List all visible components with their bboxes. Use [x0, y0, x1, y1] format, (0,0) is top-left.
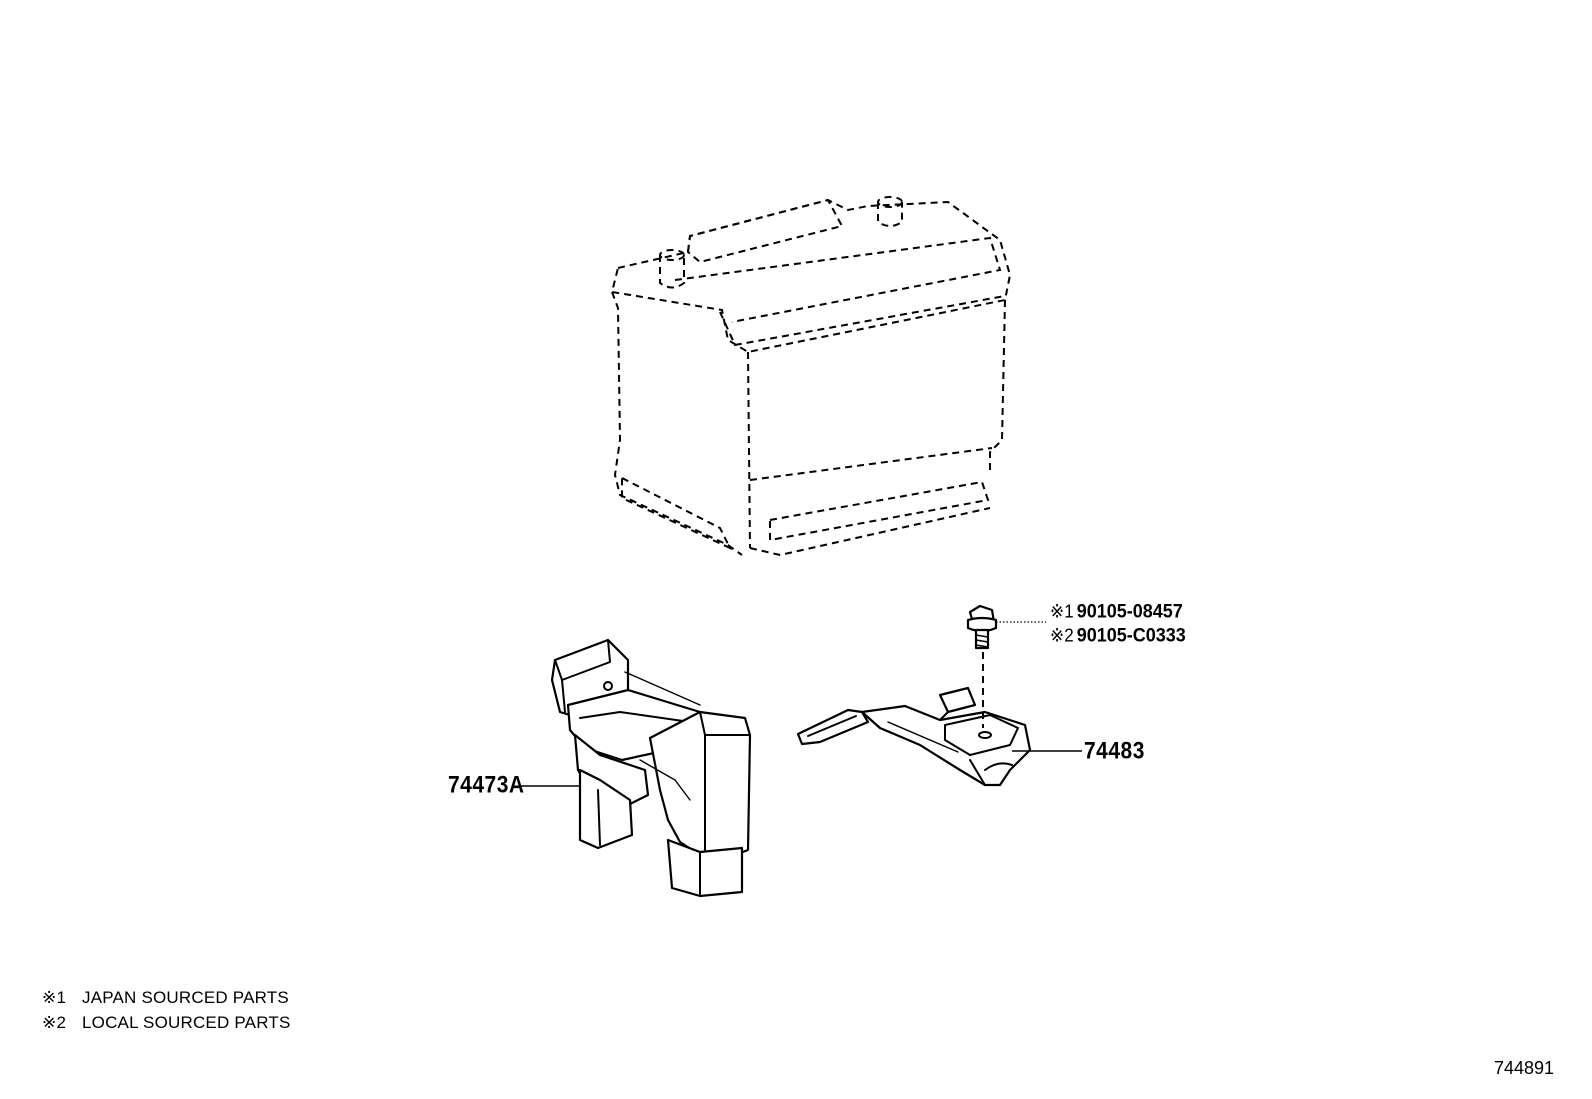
note-1-mark: ※1 [42, 988, 67, 1007]
note-local-sourced: ※2 LOCAL SOURCED PARTS [42, 1013, 290, 1033]
leader-lines [520, 621, 1082, 787]
battery-tray-part [550, 638, 752, 898]
callout-74473a[interactable]: 74473A [448, 772, 525, 799]
note-mark-2: ※2 [1050, 625, 1074, 646]
battery-clamp-part [796, 686, 1032, 787]
battery-outline [610, 196, 1012, 557]
bolt-local-number: 90105-C0333 [1076, 624, 1186, 646]
note-mark-1: ※1 [1050, 601, 1074, 622]
note-2-text: LOCAL SOURCED PARTS [82, 1013, 291, 1032]
note-japan-sourced: ※1 JAPAN SOURCED PARTS [42, 988, 289, 1008]
bolt-japan-number: 90105-08457 [1076, 600, 1183, 622]
note-1-text: JAPAN SOURCED PARTS [82, 988, 289, 1007]
note-2-mark: ※2 [42, 1013, 67, 1032]
callout-74483[interactable]: 74483 [1084, 738, 1145, 765]
figure-id: 744891 [1494, 1058, 1555, 1078]
bolt-part [966, 604, 998, 728]
